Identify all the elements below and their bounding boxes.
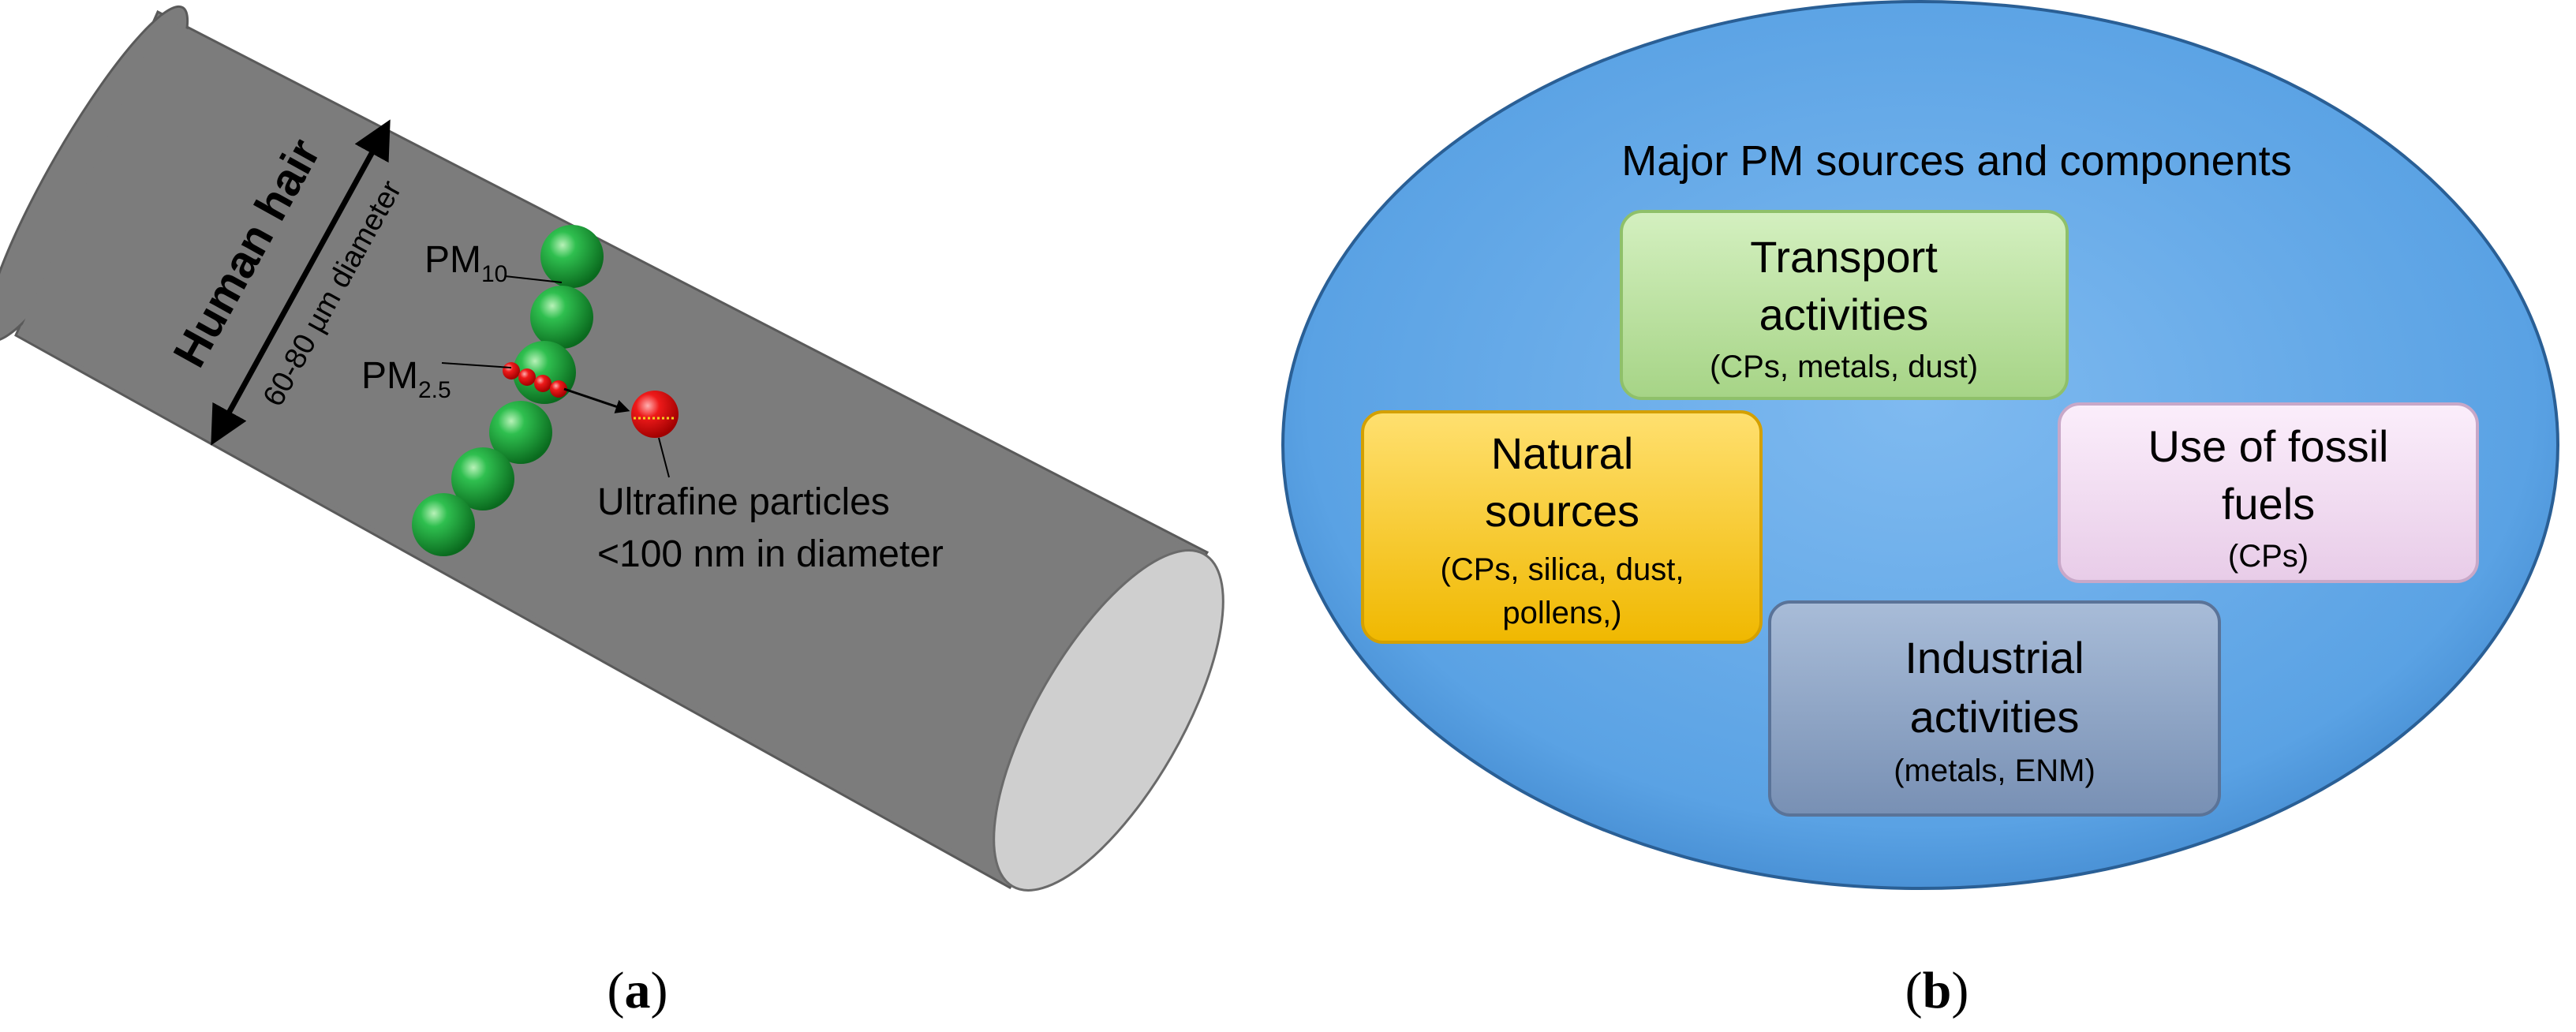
ultrafine-label-line2: <100 nm in diameter <box>597 533 944 575</box>
panel-a: Human hair 60-80 µm diameter PM10 <box>0 5 1224 1019</box>
pm10-particles <box>412 225 604 556</box>
ultrafine-arrow <box>563 387 630 413</box>
pm25-particle <box>503 362 520 380</box>
ultrafine-label-line1: Ultrafine particles <box>597 481 890 523</box>
pm10-particle <box>489 401 552 464</box>
transport-detail: (CPs, metals, dust) <box>1710 350 1978 384</box>
hair-end-cap <box>993 549 1224 892</box>
transport-line2: activities <box>1759 290 1929 339</box>
pm10-particle <box>530 286 593 349</box>
transport-box: Transport activities (CPs, metals, dust) <box>1620 210 2069 400</box>
panel-b-caption: (b) <box>1905 962 1969 1019</box>
industrial-line2: activities <box>1910 692 2080 742</box>
ultrafine-particle <box>631 391 679 438</box>
pm25-particle <box>534 375 551 392</box>
natural-detail-2: pollens,) <box>1502 596 1621 630</box>
fossil-fuels-box: Use of fossil fuels (CPs) <box>2058 402 2479 583</box>
transport-line1: Transport <box>1750 232 1938 282</box>
natural-detail-1: (CPs, silica, dust, <box>1441 552 1684 587</box>
sources-title: Major PM sources and components <box>1621 137 2291 185</box>
hair-cylinder <box>0 5 1224 892</box>
pm25-leader <box>441 362 512 368</box>
pm10-particle <box>451 447 514 510</box>
industrial-box: Industrial activities (metals, ENM) <box>1768 600 2221 817</box>
pm25-particle <box>518 368 536 386</box>
natural-box: Natural sources (CPs, silica, dust, poll… <box>1361 410 1763 644</box>
natural-line1: Natural <box>1491 428 1634 478</box>
pm10-label: PM10 <box>424 239 507 287</box>
panel-b: Major PM sources and components Transpor… <box>1281 0 2559 1019</box>
pm10-leader <box>504 275 563 283</box>
sources-ellipse <box>1281 0 2559 890</box>
fossil-line1: Use of fossil <box>2148 421 2389 471</box>
panel-a-caption: (a) <box>608 962 668 1019</box>
pm10-particle <box>540 225 604 288</box>
ultrafine-leader <box>658 437 670 478</box>
diameter-arrow <box>211 119 391 446</box>
industrial-line1: Industrial <box>1905 633 2084 682</box>
fossil-detail: (CPs) <box>2228 539 2309 574</box>
fossil-line2: fuels <box>2222 479 2315 529</box>
natural-line2: sources <box>1485 486 1639 536</box>
pm10-particle <box>412 493 475 556</box>
pm25-particle <box>550 380 567 398</box>
pm25-label: PM2.5 <box>361 355 451 403</box>
industrial-detail: (metals, ENM) <box>1894 753 2096 788</box>
pm25-particles <box>503 362 567 398</box>
